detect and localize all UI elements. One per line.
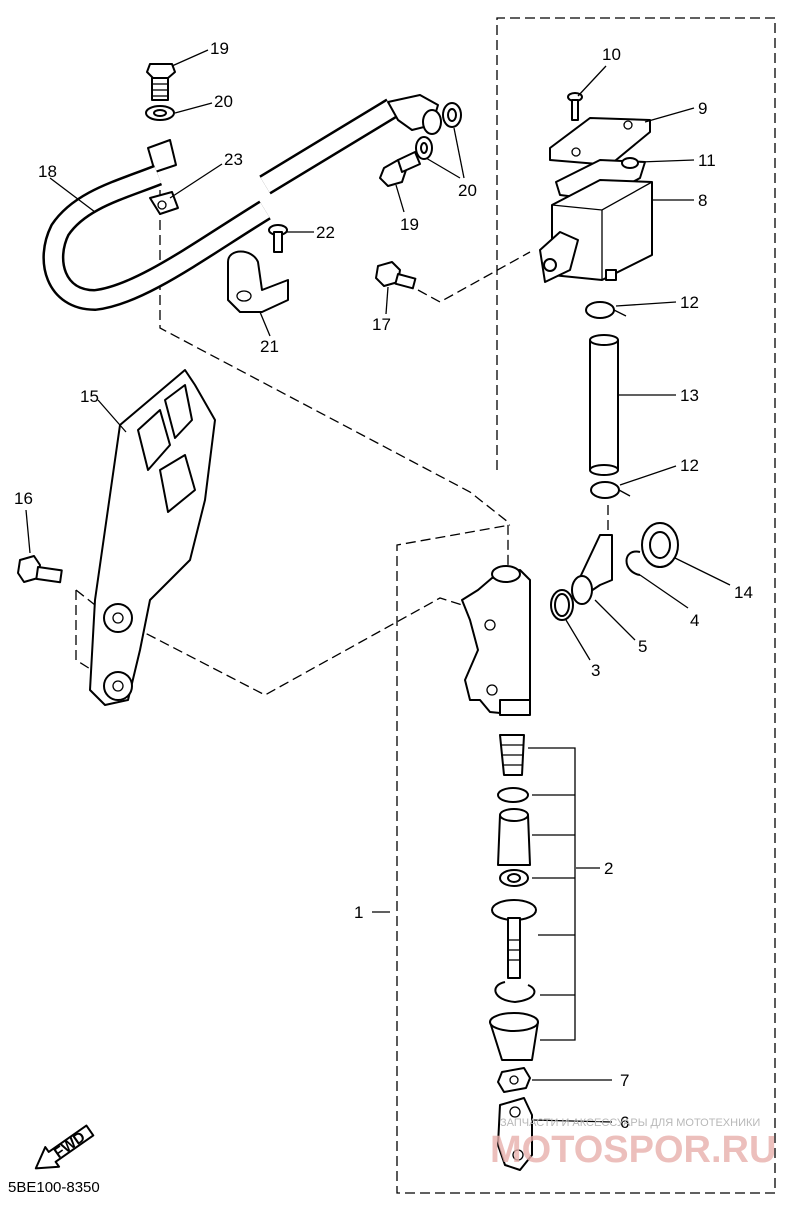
push-rod <box>491 899 537 979</box>
screw-10 <box>567 92 583 121</box>
callout-20-right: 20 <box>458 181 477 200</box>
callout-17: 17 <box>372 315 391 334</box>
callout-14: 14 <box>734 583 753 602</box>
callout-11: 11 <box>698 151 716 170</box>
watermark-tagline: ЗАПЧАСТИ И АКСЕССУАРЫ ДЛЯ МОТОТЕХНИКИ <box>500 1117 760 1129</box>
callout-8: 8 <box>698 191 707 210</box>
callout-6: 6 <box>620 1113 629 1132</box>
hose-joint <box>571 534 613 605</box>
callout-21: 21 <box>260 337 279 356</box>
callout-19-top: 19 <box>210 39 229 58</box>
grommet <box>641 522 679 568</box>
banjo-bolt-top <box>146 63 176 101</box>
callout-2: 2 <box>604 859 613 878</box>
callout-9: 9 <box>698 99 707 118</box>
watermark-brand: MOTOSPOR.RU <box>490 1129 776 1171</box>
reservoir-body <box>539 179 653 283</box>
boot <box>489 1012 539 1061</box>
diagram-code: 5BE100-8350 <box>8 1179 100 1196</box>
washer-top <box>145 105 175 121</box>
washers-right <box>415 102 462 160</box>
screw-22 <box>268 224 288 253</box>
callout-1: 1 <box>354 903 363 922</box>
circlip-4 <box>625 550 641 576</box>
callout-12-lower: 12 <box>680 456 699 475</box>
callout-15: 15 <box>80 387 99 406</box>
cup-seal <box>499 869 529 887</box>
banjo-bolt-right <box>379 151 421 187</box>
callout-labels: 19 20 18 23 20 19 22 21 17 10 9 11 8 12 … <box>14 39 753 1132</box>
callout-18: 18 <box>38 162 57 181</box>
callout-23: 23 <box>224 150 243 169</box>
watermark: ЗАПЧАСТИ И АКСЕССУАРЫ ДЛЯ МОТОТЕХНИКИ MO… <box>490 1117 776 1171</box>
footrest-bracket <box>89 369 216 706</box>
brake-hose <box>42 94 442 312</box>
callout-13: 13 <box>680 386 699 405</box>
reservoir-hose <box>589 334 619 476</box>
piston-kit-bracket <box>528 747 576 1041</box>
callout-7: 7 <box>620 1071 629 1090</box>
spring-seat <box>497 787 529 803</box>
callout-5: 5 <box>638 637 647 656</box>
snap-ring <box>494 981 536 1003</box>
master-cylinder-assembly-boundary <box>396 17 776 1194</box>
callout-4: 4 <box>690 611 699 630</box>
hose-clamp-upper <box>585 301 627 319</box>
callout-16: 16 <box>14 489 33 508</box>
callout-19-right: 19 <box>400 215 419 234</box>
spring <box>499 734 525 776</box>
o-ring <box>550 589 574 621</box>
fwd-arrow-icon: FWD <box>34 1124 95 1170</box>
reservoir-cap <box>549 117 651 166</box>
leader-lines <box>25 49 731 1123</box>
callout-20-top: 20 <box>214 92 233 111</box>
master-cylinder-body <box>461 565 531 716</box>
callout-10: 10 <box>602 45 621 64</box>
bolt-17 <box>375 261 417 290</box>
nut <box>497 1067 531 1093</box>
callout-3: 3 <box>591 661 600 680</box>
piston <box>497 808 531 866</box>
callout-22: 22 <box>316 223 335 242</box>
hose-clamp-lower <box>590 481 631 499</box>
callout-12-upper: 12 <box>680 293 699 312</box>
bolt-16 <box>17 555 63 584</box>
clevis <box>497 1097 533 1171</box>
hose-holder <box>227 250 289 313</box>
